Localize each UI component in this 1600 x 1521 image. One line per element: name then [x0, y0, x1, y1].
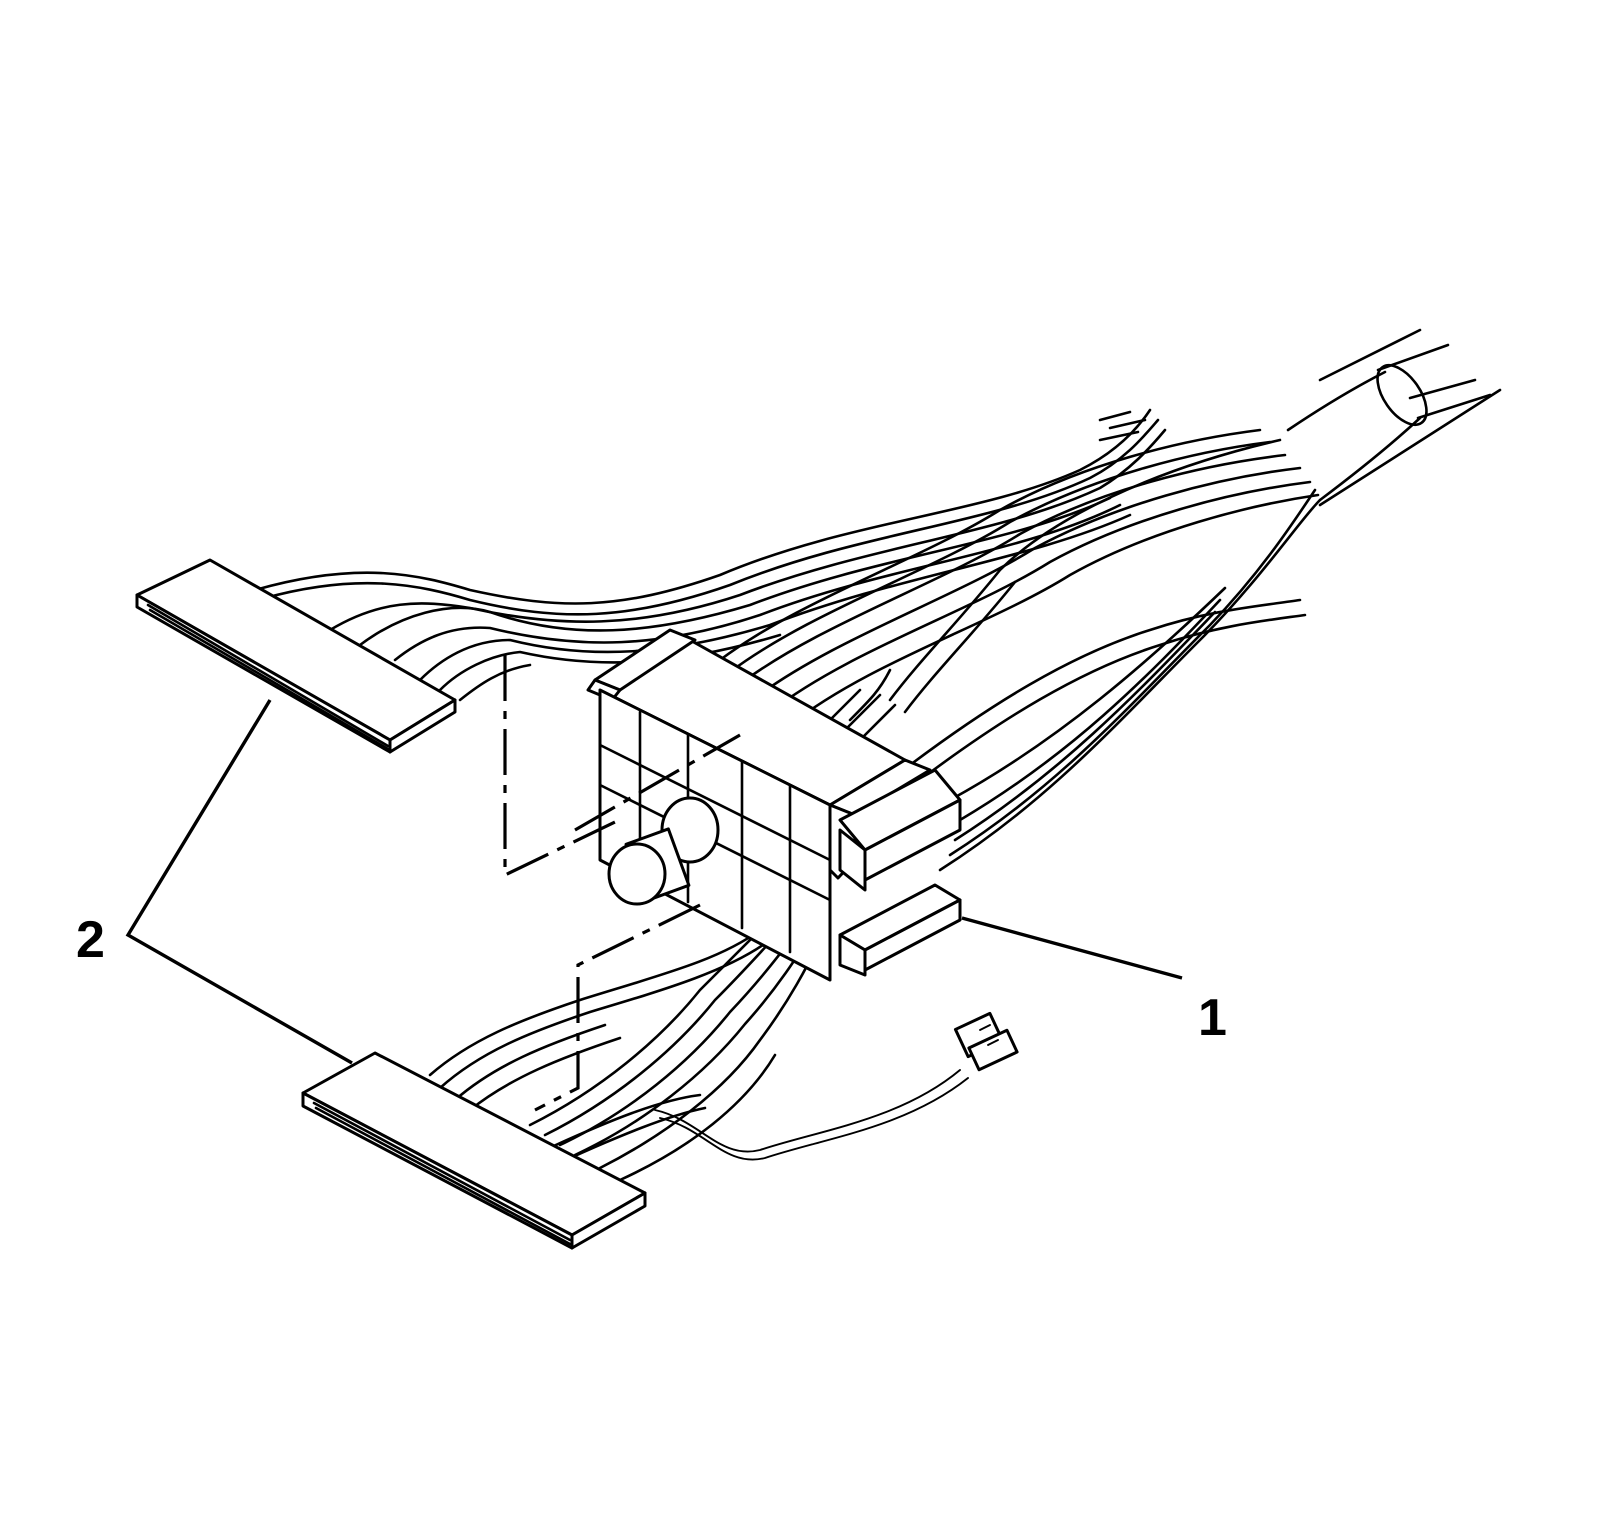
alignment-lines [503, 655, 741, 1112]
pigtail-connector [654, 1011, 1019, 1161]
callout-2: 2 [76, 911, 105, 969]
lower-flat-connector [301, 1051, 647, 1250]
harness-bracket [586, 628, 962, 982]
upper-flat-connector [135, 558, 457, 754]
lower-wire-sweep [908, 488, 1322, 872]
leader-lines [125, 699, 1183, 1065]
upper-wire-fan [253, 408, 1167, 702]
callout-1: 1 [1198, 989, 1227, 1047]
middle-wire-bundle [718, 428, 1320, 742]
leader-line-1 [961, 916, 1183, 980]
leader-line-2 [125, 699, 353, 1065]
harness-trunk [1286, 328, 1502, 507]
